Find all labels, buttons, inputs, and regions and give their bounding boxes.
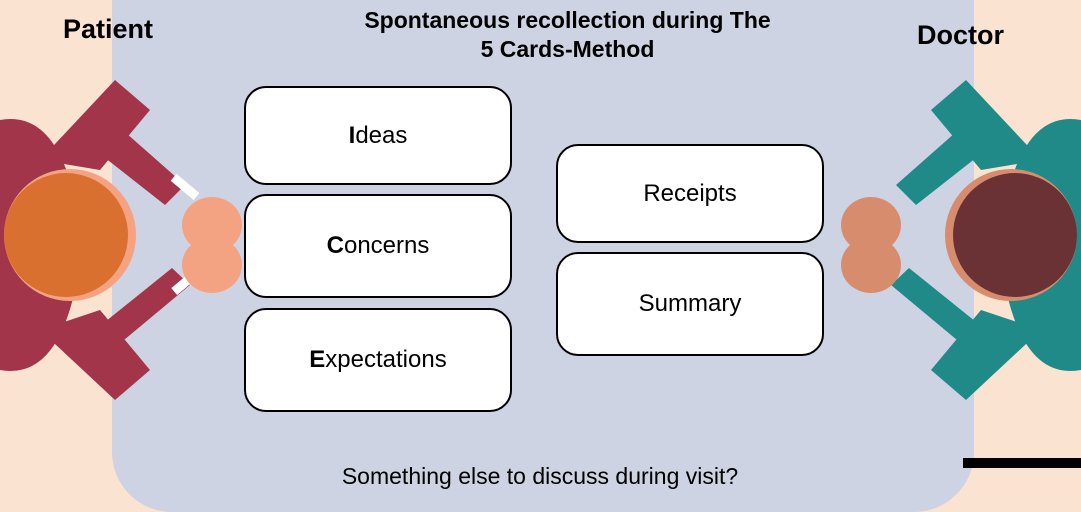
card-initial: E (309, 346, 326, 373)
card-summary: Summary (556, 252, 824, 356)
title-line-1: Spontaneous recollection during The (364, 7, 771, 33)
card-text: Summary (638, 290, 742, 317)
doctor-label: Doctor (917, 20, 1004, 50)
diagram-title: Spontaneous recollection during The 5 Ca… (300, 6, 835, 64)
bottom-question: Something else to discuss during visit? (341, 463, 739, 489)
black-bar (963, 458, 1081, 468)
title-line-2: 5 Cards-Method (480, 36, 655, 62)
card-initial: C (326, 232, 344, 259)
patient-figure (0, 80, 242, 400)
card-text: Receipts (643, 179, 737, 207)
card-initial: I (348, 121, 356, 149)
doctor-figure (841, 80, 1081, 400)
card-receipts: Receipts (556, 144, 824, 243)
card-rest: oncerns (343, 232, 430, 259)
card-rest: deas (355, 121, 408, 149)
patient-label: Patient (63, 14, 154, 44)
card-rest: xpectations (325, 346, 447, 373)
